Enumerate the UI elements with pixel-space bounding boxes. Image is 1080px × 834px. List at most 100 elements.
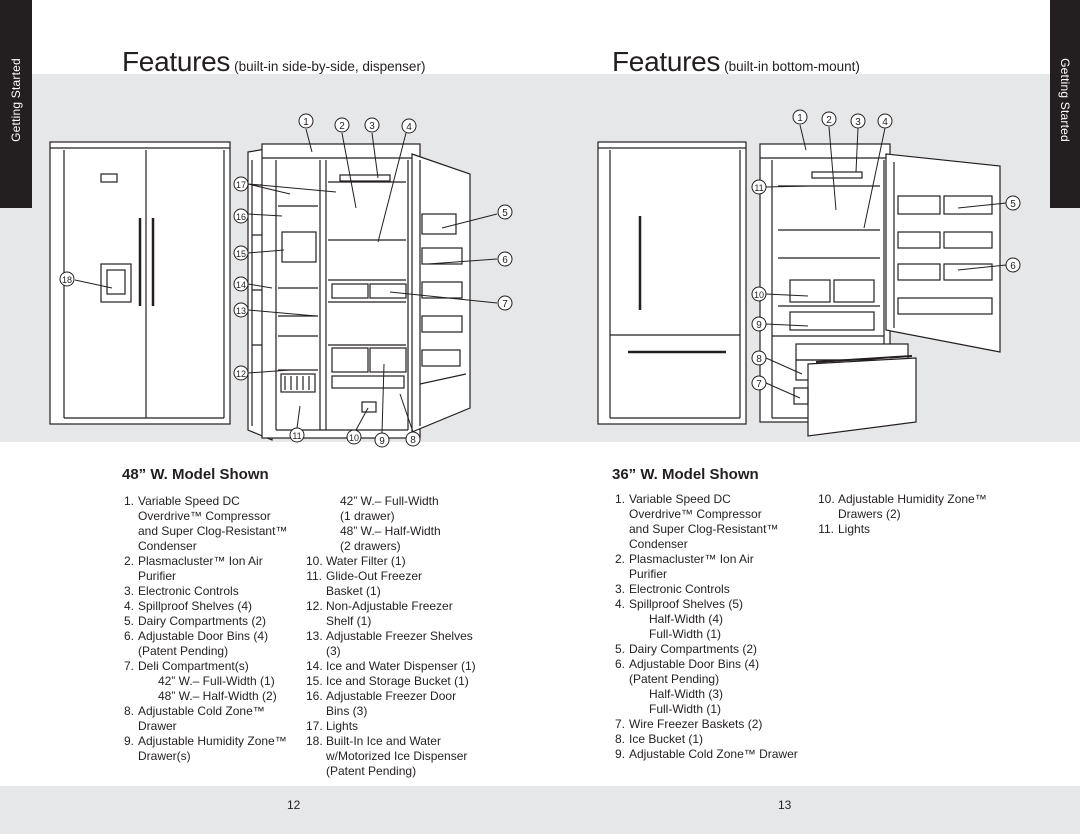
list-item: 5.Dairy Compartments (2)	[118, 614, 298, 629]
list-item-line: Spillproof Shelves (4)	[138, 599, 253, 613]
callout-8: 8	[410, 435, 416, 446]
list-item-line: Bins (3)	[326, 704, 368, 718]
list-item-line: Condenser	[138, 539, 197, 553]
list-item-line: Purifier	[629, 567, 668, 581]
list-item-number: 8.	[123, 704, 134, 718]
list-item-line: Adjustable Door Bins (4)	[138, 629, 269, 643]
list-item-line: Adjustable Humidity Zone™	[138, 734, 287, 748]
list-item-number: 9.	[614, 747, 625, 761]
open-bottom-mount-fridge	[759, 143, 1001, 437]
callout-11: 11	[292, 431, 301, 441]
list-item-subline: 48” W.– Half-Width (2)	[158, 689, 277, 703]
open-side-by-side-fridge	[247, 143, 471, 441]
list-item-line: (2 drawers)	[340, 539, 401, 553]
title-text: Features	[122, 46, 231, 77]
page-title-left: Features(built-in side-by-side, dispense…	[122, 46, 425, 78]
list-item-number: 13.	[306, 629, 323, 643]
list-item-line: Adjustable Cold Zone™	[138, 704, 265, 718]
list-item-line: Basket (1)	[326, 584, 381, 598]
callout-5: 5	[502, 208, 508, 219]
page-number-right: 13	[778, 798, 792, 812]
list-item-line: Electronic Controls	[629, 582, 730, 596]
list-item: 4. Spillproof Shelves (5)Half-Width (4)Fu…	[609, 597, 809, 642]
list-item-number: 3.	[123, 584, 134, 598]
list-item-subline: 42” W.– Full-Width (1)	[158, 674, 275, 688]
continuation-block: 42” W.– Full-Width(1 drawer)48” W.– Half…	[306, 494, 496, 554]
list-item-line: and Super Clog-Resistant™	[138, 524, 288, 538]
callout-9: 9	[756, 320, 762, 331]
list-item: 7. Deli Compartment(s)42” W.– Full-Width …	[118, 659, 298, 704]
list-item: 13.Adjustable Freezer Shelves(3)	[306, 629, 496, 659]
list-item-number: 8.	[614, 732, 625, 746]
list-item: 3.Electronic Controls	[118, 584, 298, 599]
list-item-line: (Patent Pending)	[629, 672, 720, 686]
list-item: 14.Ice and Water Dispenser (1)	[306, 659, 496, 674]
callout-2: 2	[826, 115, 832, 126]
list-item: 6. Adjustable Door Bins (4)(Patent Pendin…	[118, 629, 298, 659]
list-item: 4. Spillproof Shelves (4)	[118, 599, 298, 614]
list-item-line: Overdrive™ Compressor	[138, 509, 271, 523]
list-item-line: Ice Bucket (1)	[629, 732, 704, 746]
list-item-line: Plasmacluster™ Ion Air	[629, 552, 754, 566]
list-item-number: 4.	[123, 599, 134, 613]
callout-18: 18	[62, 275, 72, 285]
list-item-line: Built-In Ice and Water	[326, 734, 441, 748]
callout-17: 17	[236, 180, 246, 190]
list-item-number: 5.	[123, 614, 134, 628]
callout-1: 1	[303, 117, 309, 128]
list-item-line: Drawer	[138, 719, 177, 733]
closed-bottom-mount-fridge	[597, 141, 747, 425]
list-item-number: 1.	[123, 494, 134, 508]
list-item-subline: Full-Width (1)	[649, 627, 722, 641]
list-item-number: 3.	[614, 582, 625, 596]
list-item: 3. Electronic Controls	[609, 582, 809, 597]
callout-6: 6	[1010, 261, 1016, 272]
callout-6: 6	[502, 255, 508, 266]
callout-3: 3	[369, 121, 375, 132]
list-item: 5.Dairy Compartments (2)	[609, 642, 809, 657]
list-item-line: (Patent Pending)	[326, 764, 417, 778]
list-item-number: 4.	[614, 597, 625, 611]
callout-2: 2	[339, 121, 345, 132]
list-item-line: w/Motorized Ice Dispenser	[326, 749, 468, 763]
callout-4: 4	[406, 122, 412, 133]
callout-15: 15	[236, 249, 246, 259]
page-number-left: 12	[287, 798, 301, 812]
list-item-line: Drawers (2)	[838, 507, 901, 521]
list-item-line: Shelf (1)	[326, 614, 372, 628]
feature-list-left-col2: 42” W.– Full-Width(1 drawer)48” W.– Half…	[306, 494, 496, 779]
list-item-number: 7.	[123, 659, 134, 673]
list-item-line: Lights	[838, 522, 871, 536]
list-item-line: Adjustable Door Bins (4)	[629, 657, 760, 671]
list-item-number: 5.	[614, 642, 625, 656]
list-item-number: 6.	[123, 629, 134, 643]
list-item-line: Wire Freezer Baskets (2)	[629, 717, 763, 731]
list-item-line: and Super Clog-Resistant™	[629, 522, 779, 536]
list-item-number: 12.	[306, 599, 323, 613]
list-item-line: Ice and Water Dispenser (1)	[326, 659, 476, 673]
callout-7: 7	[756, 379, 762, 390]
list-item-line: 48” W.– Half-Width	[340, 524, 441, 538]
list-item-line: Deli Compartment(s)	[138, 659, 249, 673]
list-item-line: Spillproof Shelves (5)	[629, 597, 744, 611]
footer-band	[0, 786, 1080, 834]
model-heading-left: 48” W. Model Shown	[122, 466, 269, 483]
list-item: 10.Water Filter (1)	[306, 554, 496, 569]
list-item-line: Variable Speed DC	[138, 494, 240, 508]
list-item: 9.Adjustable Cold Zone™ Drawer	[609, 747, 809, 762]
list-item-subline: Half-Width (4)	[649, 612, 724, 626]
list-item-number: 16.	[306, 689, 323, 703]
list-item-line: (Patent Pending)	[138, 644, 229, 658]
list-item: 8. Ice Bucket (1)	[609, 732, 809, 747]
list-item-line: Variable Speed DC	[629, 492, 731, 506]
callout-5: 5	[1010, 199, 1016, 210]
list-item-number: 10.	[306, 554, 323, 568]
callout-11: 11	[754, 183, 763, 193]
